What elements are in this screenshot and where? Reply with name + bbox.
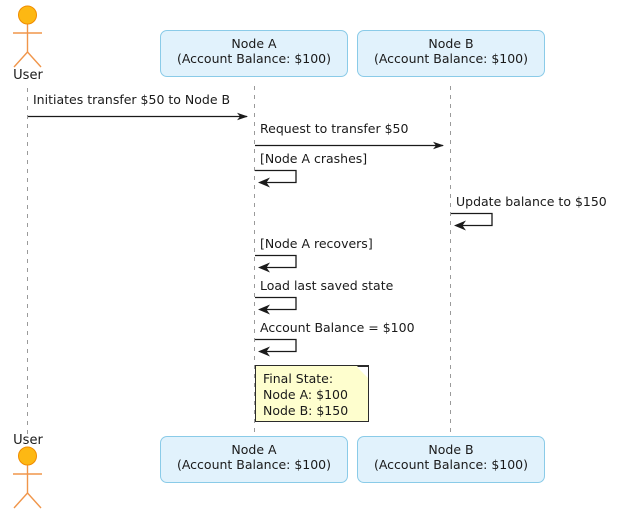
message-label-1: Request to transfer $50 [260,121,409,136]
message-arrow-6 [255,338,297,357]
actor-user-top [13,5,42,68]
message-label-4: [Node A recovers] [260,236,373,251]
participant-node-a-name-bottom: Node A [231,442,277,457]
participant-node-a-bottom[interactable]: Node A (Account Balance: $100) [160,436,348,483]
message-label-6: Account Balance = $100 [260,320,415,335]
participant-node-a-balance-top: (Account Balance: $100) [176,51,332,66]
participant-node-b-bottom[interactable]: Node B (Account Balance: $100) [357,436,545,483]
participant-node-b-top[interactable]: Node B (Account Balance: $100) [357,30,545,77]
note-fold-fill [357,367,368,378]
message-label-3: Update balance to $150 [456,194,607,209]
participant-node-b-balance-top: (Account Balance: $100) [373,51,529,66]
actor-label-user-top: User [13,68,43,83]
note-line-1: Node A: $100 [263,387,348,402]
message-label-5: Load last saved state [260,278,394,293]
lifelines [27,86,451,436]
note-final-state: Final State: Node A: $100 Node B: $150 [255,365,369,422]
participant-node-a-name-top: Node A [231,36,277,51]
message-label-0: Initiates transfer $50 to Node B [33,92,231,107]
participant-node-a-balance-bottom: (Account Balance: $100) [176,457,332,472]
message-arrow-5 [255,296,297,315]
participant-node-b-name-bottom: Node B [428,442,474,457]
message-label-2: [Node A crashes] [260,151,368,166]
message-arrow-2 [255,169,297,188]
participant-node-b-balance-bottom: (Account Balance: $100) [373,457,529,472]
message-arrow-4 [255,254,297,273]
participant-node-a-top[interactable]: Node A (Account Balance: $100) [160,30,348,77]
note-line-2: Node B: $150 [263,403,349,418]
actor-user-bottom [13,446,42,509]
message-arrow-3 [451,212,493,231]
note-line-0: Final State: [263,371,334,386]
participant-node-b-name-top: Node B [428,36,474,51]
actor-label-user-bottom: User [13,433,43,448]
